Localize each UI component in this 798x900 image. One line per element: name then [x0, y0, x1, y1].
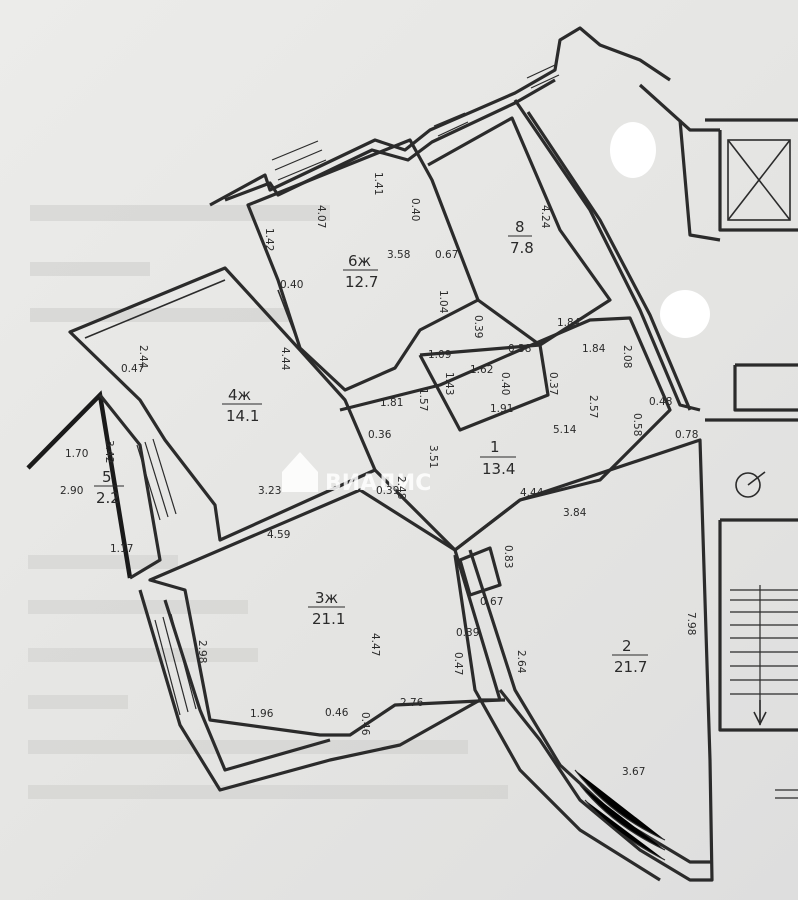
room-4-area: 14.1: [226, 407, 259, 425]
dim-label: 1.81: [380, 397, 403, 409]
dim-label: 3.42: [103, 440, 115, 463]
dim-label: 0.40: [499, 372, 511, 395]
staircase: [730, 585, 798, 726]
dim-label: 1.04: [437, 290, 449, 314]
dimension-labels: 1.41 4.07 0.40 1.42 3.58 0.67 0.40 1.04 …: [60, 172, 698, 778]
room-1-area: 13.4: [482, 460, 515, 478]
dim-label: 0.39: [456, 627, 479, 639]
walls: [26, 26, 798, 882]
room-5-number: 5: [102, 468, 112, 486]
dim-label: 2.57: [587, 395, 599, 418]
dim-label: 1.91: [490, 403, 513, 415]
dim-label: 1.57: [417, 388, 429, 411]
dim-label: 0.47: [452, 652, 464, 675]
room-1-number: 1: [490, 438, 500, 456]
dim-label: 1.84: [582, 343, 606, 355]
dim-label: 4.07: [315, 205, 327, 228]
dim-label: 3.84: [563, 507, 587, 519]
room-8-area: 7.8: [510, 239, 534, 257]
dim-label: 3.51: [427, 445, 439, 468]
dim-label: 0.47: [121, 363, 144, 375]
dim-label: 3.67: [622, 766, 645, 778]
dim-label: 2.44: [137, 345, 149, 369]
dim-label: 2.48: [395, 476, 407, 499]
dim-label: 0.38: [508, 343, 531, 355]
windows: [136, 64, 798, 861]
dim-label: 1.17: [110, 543, 133, 555]
elevator-shaft: [727, 139, 791, 221]
drain-fixture: [735, 471, 766, 498]
dim-label: 4.24: [539, 205, 551, 229]
dim-label: 0.40: [409, 198, 421, 221]
dim-label: 0.83: [502, 545, 514, 568]
dim-label: 4.59: [267, 529, 290, 541]
dim-label: 2.64: [515, 650, 527, 674]
dim-label: 1.96: [250, 708, 274, 720]
room-5-area: 2.2: [96, 489, 120, 507]
redaction-marks: [610, 122, 710, 338]
room-2-area: 21.7: [614, 658, 647, 676]
room-3-number: 3ж: [315, 589, 338, 607]
dim-label: 1.84: [557, 317, 581, 329]
room-4-number: 4ж: [228, 386, 251, 404]
dim-label: 0.37: [547, 372, 559, 395]
dim-label: 0.39: [376, 485, 399, 497]
watermark-text: ВИАДИС: [325, 471, 431, 496]
dim-label: 0.46: [359, 712, 371, 736]
room-3-area: 21.1: [312, 610, 345, 628]
dim-label: 0.67: [435, 249, 458, 261]
room-labels: 6ж 12.7 8 7.8 4ж 14.1 5 2.2 1 13.4 3ж 21…: [94, 218, 648, 676]
dim-label: 1.41: [372, 172, 384, 195]
watermark: ВИАДИС: [282, 452, 431, 496]
dim-label: 0.40: [280, 279, 303, 291]
dim-label: 0.36: [368, 429, 392, 441]
dim-label: 2.76: [400, 697, 424, 709]
dim-label: 0.78: [675, 429, 698, 441]
dim-label: 1.43: [443, 372, 455, 395]
dim-label: 0.46: [325, 707, 349, 719]
dim-label: 0.39: [472, 315, 484, 338]
dim-label: 1.42: [263, 228, 275, 251]
room-2-number: 2: [622, 637, 632, 655]
dim-label: 0.48: [649, 396, 672, 408]
dim-label: 0.67: [480, 596, 503, 608]
dim-label: 1.62: [470, 364, 493, 376]
dim-label: 4.44: [279, 347, 291, 371]
room-8-number: 8: [515, 218, 525, 236]
background-bleed-text: [28, 205, 508, 799]
dim-label: 2.98: [196, 640, 208, 663]
dim-label: 2.08: [621, 345, 633, 368]
dim-label: 4.44: [520, 487, 544, 499]
dim-label: 5.14: [553, 424, 577, 436]
dim-label: 3.58: [387, 249, 410, 261]
dim-label: 3.23: [258, 485, 281, 497]
dim-label: 7.98: [685, 612, 697, 635]
room-6-area: 12.7: [345, 273, 378, 291]
dim-label: 4.47: [369, 633, 381, 656]
dim-label: 0.58: [631, 413, 643, 436]
dim-label: 1.09: [428, 349, 451, 361]
dim-label: 2.90: [60, 485, 83, 497]
room-6-number: 6ж: [348, 252, 371, 270]
dim-label: 1.70: [65, 448, 88, 460]
